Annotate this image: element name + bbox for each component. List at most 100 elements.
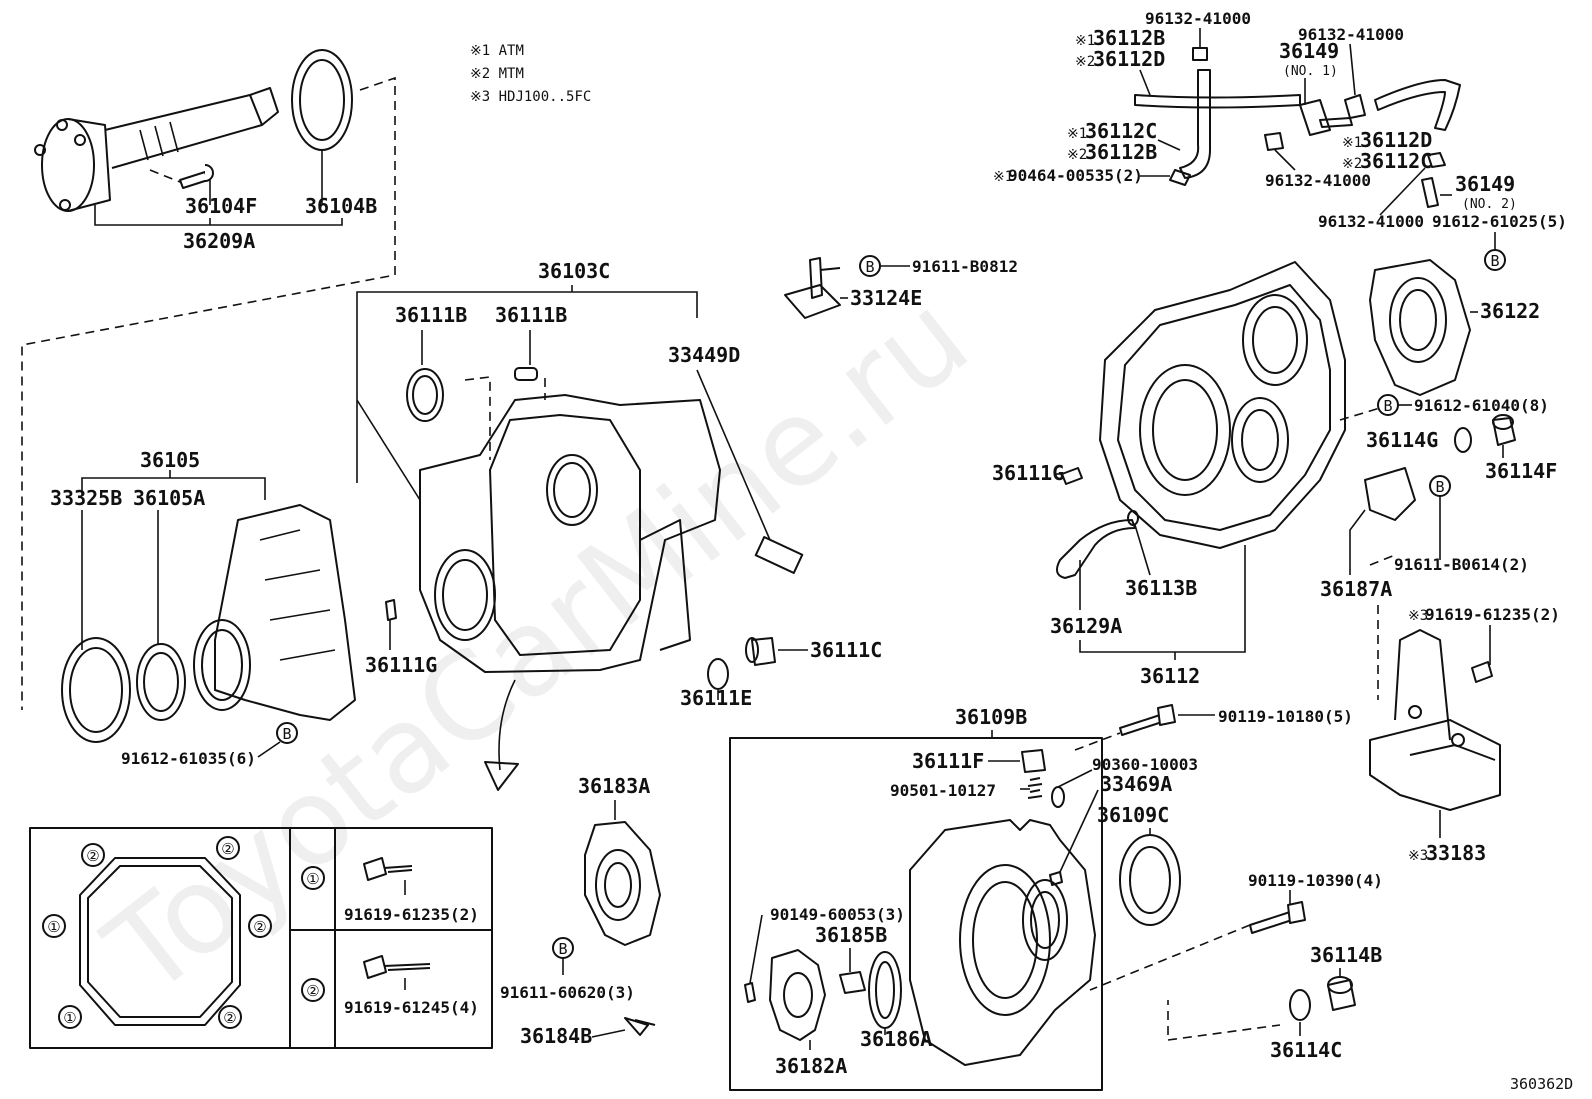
note-atm: ※1 ATM (470, 43, 524, 59)
bolt-90119-10180-drawing (1119, 704, 1176, 736)
ref-b-marker-1: B (282, 725, 291, 743)
legend-bolt-1: 91619-61235(2) (344, 905, 479, 924)
label-36111B-2: 36111B (495, 303, 567, 327)
rear-cover-drawing (61, 504, 356, 743)
label-36149-2: 36149 (1455, 172, 1515, 196)
label-91612-61025: 91612-61025(5) (1432, 212, 1567, 231)
ref-b-marker-4: B (1490, 252, 1499, 270)
mount-33183-drawing (1369, 629, 1501, 811)
label-36184B: 36184B (520, 1024, 592, 1048)
label-36122: 36122 (1480, 299, 1540, 323)
label-91611-B0812: 91611-B0812 (912, 257, 1018, 276)
label-36112D-a: 36112D (1093, 47, 1165, 71)
note-marker-2c: ※2 (1342, 156, 1362, 172)
oil-pump-drawing (584, 821, 661, 1036)
label-36209A: 36209A (183, 229, 255, 253)
label-90360-10003: 90360-10003 (1092, 755, 1198, 774)
label-91611-B0614: 91611-B0614(2) (1394, 555, 1529, 574)
label-90149-60053: 90149-60053(3) (770, 905, 905, 924)
output-shaft-drawing (34, 49, 353, 212)
label-36105A: 36105A (133, 486, 205, 510)
label-90119-10390: 90119-10390(4) (1248, 871, 1383, 890)
label-96132-41000-d: 96132-41000 (1318, 212, 1424, 231)
label-90501-10127: 90501-10127 (890, 781, 996, 800)
label-36112C-a: 36112C (1085, 119, 1157, 143)
label-91612-61040: 91612-61040(8) (1414, 396, 1549, 415)
note-marker-1a: ※1 (1075, 33, 1095, 49)
label-36129A: 36129A (1050, 614, 1122, 638)
legend-marker-1: ① (306, 870, 319, 888)
label-36105: 36105 (140, 448, 200, 472)
label-33124E: 33124E (850, 286, 922, 310)
gasket-marker-1b: ① (63, 1009, 76, 1027)
note-marker-1d: ※1 (1342, 135, 1362, 151)
ref-b-marker-2: B (558, 940, 567, 958)
label-36104B: 36104B (305, 194, 377, 218)
note-marker-2b: ※2 (1067, 147, 1087, 163)
gasket-marker-1a: ① (47, 918, 60, 936)
label-36114G: 36114G (1366, 428, 1438, 452)
label-33449D: 33449D (668, 343, 740, 367)
label-36111E: 36111E (680, 686, 752, 710)
front-case-drawing (1055, 259, 1516, 579)
label-36149-2-no: (NO. 2) (1462, 197, 1517, 212)
bracket-33124E-drawing (784, 257, 841, 319)
label-36111F: 36111F (912, 749, 984, 773)
label-36182A: 36182A (775, 1054, 847, 1078)
label-36183A: 36183A (578, 774, 650, 798)
label-36186A: 36186A (860, 1027, 932, 1051)
gasket-legend (29, 827, 493, 1049)
label-91611-60620: 91611-60620(3) (500, 983, 635, 1002)
label-33325B: 33325B (50, 486, 122, 510)
label-36112: 36112 (1140, 664, 1200, 688)
label-91612-61035: 91612-61035(6) (121, 749, 256, 768)
label-36113B: 36113B (1125, 576, 1197, 600)
label-36112D-b: 36112D (1360, 128, 1432, 152)
label-33183: 33183 (1426, 841, 1486, 865)
extension-group-box (729, 737, 1103, 1091)
label-36187A: 36187A (1320, 577, 1392, 601)
legend-marker-2: ② (306, 982, 319, 1000)
label-36104F: 36104F (185, 194, 257, 218)
breather-hose-drawing (1134, 47, 1461, 208)
note-marker-1b: ※1 (1067, 126, 1087, 142)
transfer-case-drawing (385, 367, 804, 791)
label-96132-41000-c: 96132-41000 (1265, 171, 1371, 190)
gasket-marker-2a: ② (86, 847, 99, 865)
label-36114F: 36114F (1485, 459, 1557, 483)
label-36111C: 36111C (810, 638, 882, 662)
label-36109B: 36109B (955, 705, 1027, 729)
diagram-code: 360362D (1510, 1075, 1573, 1093)
note-mtm: ※2 MTM (470, 66, 524, 82)
label-33469A: 33469A (1100, 772, 1172, 796)
ref-b-marker-3: B (865, 258, 874, 276)
label-36112B-a: 36112B (1093, 26, 1165, 50)
note-marker-3a: ※3 (1408, 608, 1428, 624)
gasket-marker-2b: ② (221, 840, 234, 858)
note-hdj: ※3 HDJ100..5FC (470, 89, 591, 105)
label-36112B-b: 36112B (1085, 140, 1157, 164)
label-90119-10180: 90119-10180(5) (1218, 707, 1353, 726)
label-36111B-1: 36111B (395, 303, 467, 327)
gasket-marker-2c: ② (253, 918, 266, 936)
label-36114B: 36114B (1310, 943, 1382, 967)
label-36103C: 36103C (538, 259, 610, 283)
label-36109C: 36109C (1097, 803, 1169, 827)
extension-housing-drawing (744, 749, 1181, 1066)
ref-b-marker-5: B (1383, 397, 1392, 415)
label-36114C: 36114C (1270, 1038, 1342, 1062)
legend-bolt-2: 91619-61245(4) (344, 998, 479, 1017)
label-36149-1-no: (NO. 1) (1283, 64, 1338, 79)
label-90464-00535: 90464-00535(2) (1008, 166, 1143, 185)
note-marker-1c: ※1 (993, 169, 1013, 185)
label-36185B: 36185B (815, 923, 887, 947)
label-91619-61235-3: 91619-61235(2) (1425, 605, 1560, 624)
label-36149-1: 36149 (1279, 39, 1339, 63)
gasket-marker-2d: ② (223, 1009, 236, 1027)
label-96132-41000-a: 96132-41000 (1145, 9, 1251, 28)
ref-b-marker-6: B (1435, 478, 1444, 496)
label-36112C-b: 36112C (1360, 149, 1432, 173)
label-36111G-1: 36111G (365, 653, 437, 677)
